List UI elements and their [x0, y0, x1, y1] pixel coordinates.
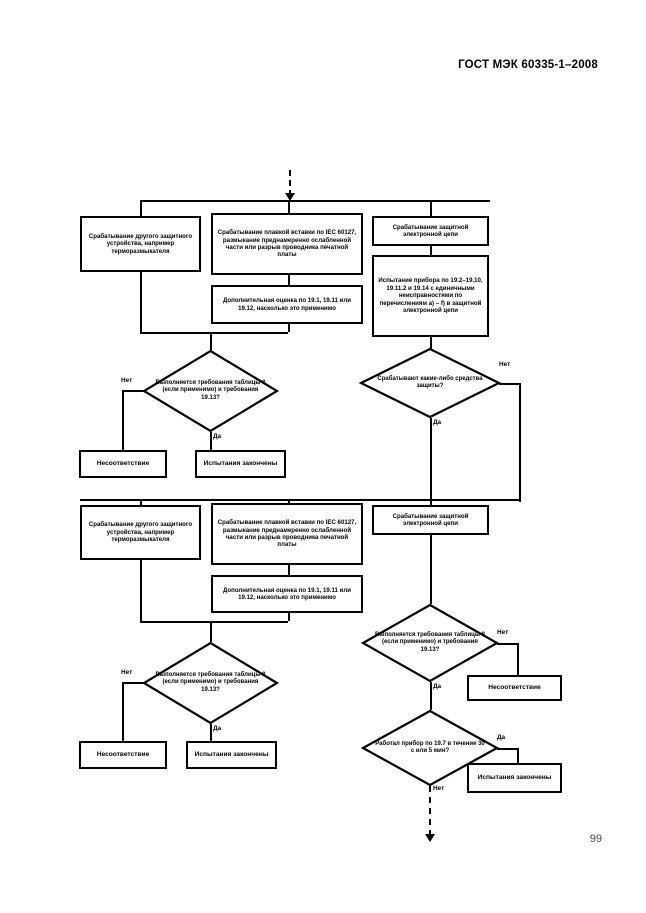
s1-d2-no-line	[499, 383, 521, 386]
s2-result-pass-left-text: Испытания закончены	[194, 750, 269, 758]
s2-distribution-bar	[80, 499, 520, 502]
s2-decision-table8-right: Выполняется требования таблицы 8 (если п…	[360, 603, 500, 683]
s2-drt-yes-drop	[430, 682, 433, 710]
s1-box-additional-assessment: Дополнительная оценка по 19.1, 19.11 или…	[211, 285, 363, 324]
s1-merge-bar	[140, 332, 288, 335]
s1-box3-text: Срабатывание защитной электронной цепи	[392, 223, 469, 238]
s2-link-box2-box5	[288, 565, 291, 575]
s1-merge-to-decision	[210, 332, 213, 350]
s1-decision-table8: Выполняется требования таблицы 8 (если п…	[141, 349, 280, 433]
s2-result-pass-right: Испытания закончены	[467, 763, 562, 793]
document-header: ГОСТ МЭК 60335-1–2008	[458, 59, 598, 71]
s2-dl-no-line	[122, 682, 144, 685]
s1-d1-no-drop	[122, 390, 125, 450]
s2-result-fail-right: Несоответствие	[467, 675, 562, 701]
s2-dl-no-drop	[122, 682, 125, 741]
s2-exit-dashed-connector	[429, 786, 431, 836]
s2-dl-no-label: Нет	[120, 669, 134, 677]
s1-drop-left	[140, 200, 143, 216]
incoming-dashed-connector	[289, 170, 291, 196]
s2-box5-text: Дополнительная оценка по 19.1, 19.11 или…	[223, 586, 351, 601]
s2-drt-yes-label: Да	[432, 683, 443, 691]
s2-decision-table8-left: Выполняется требования таблицы 8 (если п…	[141, 641, 280, 725]
s1-box-appliance-test: Испытание прибора по 19.2–19.10, 19.11.2…	[372, 255, 489, 337]
s1-drop-right	[430, 200, 433, 216]
s2-box-other-protective-device: Срабатывание другого защитного устройств…	[80, 505, 201, 560]
s2-dl-yes-label: Да	[212, 725, 223, 733]
s1-box5-down	[288, 324, 291, 332]
s1-d1-no-line	[122, 390, 144, 393]
page-number: 99	[589, 833, 602, 845]
s1-d1-no-label: Нет	[120, 377, 134, 385]
s1-box1-text: Срабатывание другого защитного устройств…	[88, 232, 193, 255]
s1-box5-text: Дополнительная оценка по 19.1, 19.11 или…	[223, 297, 351, 312]
s2-box1-down	[140, 560, 143, 621]
s1-link-box3-box4	[430, 246, 433, 255]
s1-d2-yes-label: Да	[432, 419, 443, 427]
s2-result-fail-right-text: Несоответствие	[488, 683, 541, 691]
s1-box4-to-decision2	[430, 337, 433, 349]
s1-d2-yes-drop	[430, 418, 433, 499]
s2-box3-text: Срабатывание защитной электронной цепи	[392, 512, 469, 527]
s1-box-fuse-operation: Срабатывание плавкой вставки по IEC 6012…	[211, 213, 363, 275]
s1-box4-text: Испытание прибора по 19.2–19.10, 19.11.2…	[378, 277, 483, 315]
s1-box-protective-electronic-circuit: Срабатывание защитной электронной цепи	[372, 216, 489, 246]
s2-result-pass-left: Испытания закончены	[186, 741, 277, 769]
incoming-arrowhead	[285, 193, 295, 201]
s2-box-additional-assessment: Дополнительная оценка по 19.1, 19.11 или…	[211, 575, 363, 613]
s2-drt-no-drop	[517, 643, 520, 675]
s2-drb-no-label: Нет	[432, 785, 446, 793]
s1-box-other-protective-device: Срабатывание другого защитного устройств…	[80, 216, 201, 272]
s1-decision-protection-operates: Срабатывают какие-либо средства защиты?	[358, 347, 502, 419]
s1-box2-text: Срабатывание плавкой вставки по IEC 6012…	[217, 229, 357, 259]
s2-box2-text: Срабатывание плавкой вставки по IEC 6012…	[217, 519, 357, 549]
s1-distribution-bar	[140, 200, 490, 203]
s1-d2-no-drop	[519, 383, 522, 502]
s2-box3-down	[430, 535, 433, 604]
s1-link-box2-box5	[288, 275, 291, 285]
s2-result-pass-right-text: Испытания закончены	[477, 773, 552, 781]
s1-result-fail-text: Несоответствие	[96, 459, 150, 467]
s2-box-protective-electronic-circuit: Срабатывание защитной электронной цепи	[372, 505, 489, 535]
s2-exit-arrowhead	[425, 834, 435, 842]
s1-d2-no-label: Нет	[498, 361, 512, 369]
s1-box1-down	[140, 272, 143, 332]
s1-d1-yes-drop	[210, 432, 213, 450]
s2-box-fuse-operation: Срабатывание плавкой вставки по IEC 6012…	[211, 503, 363, 565]
s1-d1-yes-label: Да	[212, 433, 223, 441]
s2-result-fail-left-text: Несоответствие	[96, 750, 150, 758]
s1-result-fail: Несоответствие	[79, 450, 167, 478]
s2-merge-to-decision	[210, 621, 213, 642]
s2-box5-down	[288, 613, 291, 621]
s2-drt-no-label: Нет	[496, 629, 510, 637]
s2-box1-text: Срабатывание другого защитного устройств…	[88, 521, 193, 544]
s2-drb-yes-line	[497, 748, 519, 751]
s1-result-pass-text: Испытания закончены	[203, 459, 278, 467]
s2-result-fail-left: Несоответствие	[79, 741, 167, 769]
s2-drb-yes-label: Да	[496, 734, 507, 742]
s1-result-pass: Испытания закончены	[195, 450, 286, 478]
s1-drop-mid	[288, 200, 291, 216]
s2-dl-yes-drop	[210, 724, 213, 741]
s2-drt-no-line	[497, 643, 519, 646]
s2-merge-bar	[140, 621, 288, 624]
